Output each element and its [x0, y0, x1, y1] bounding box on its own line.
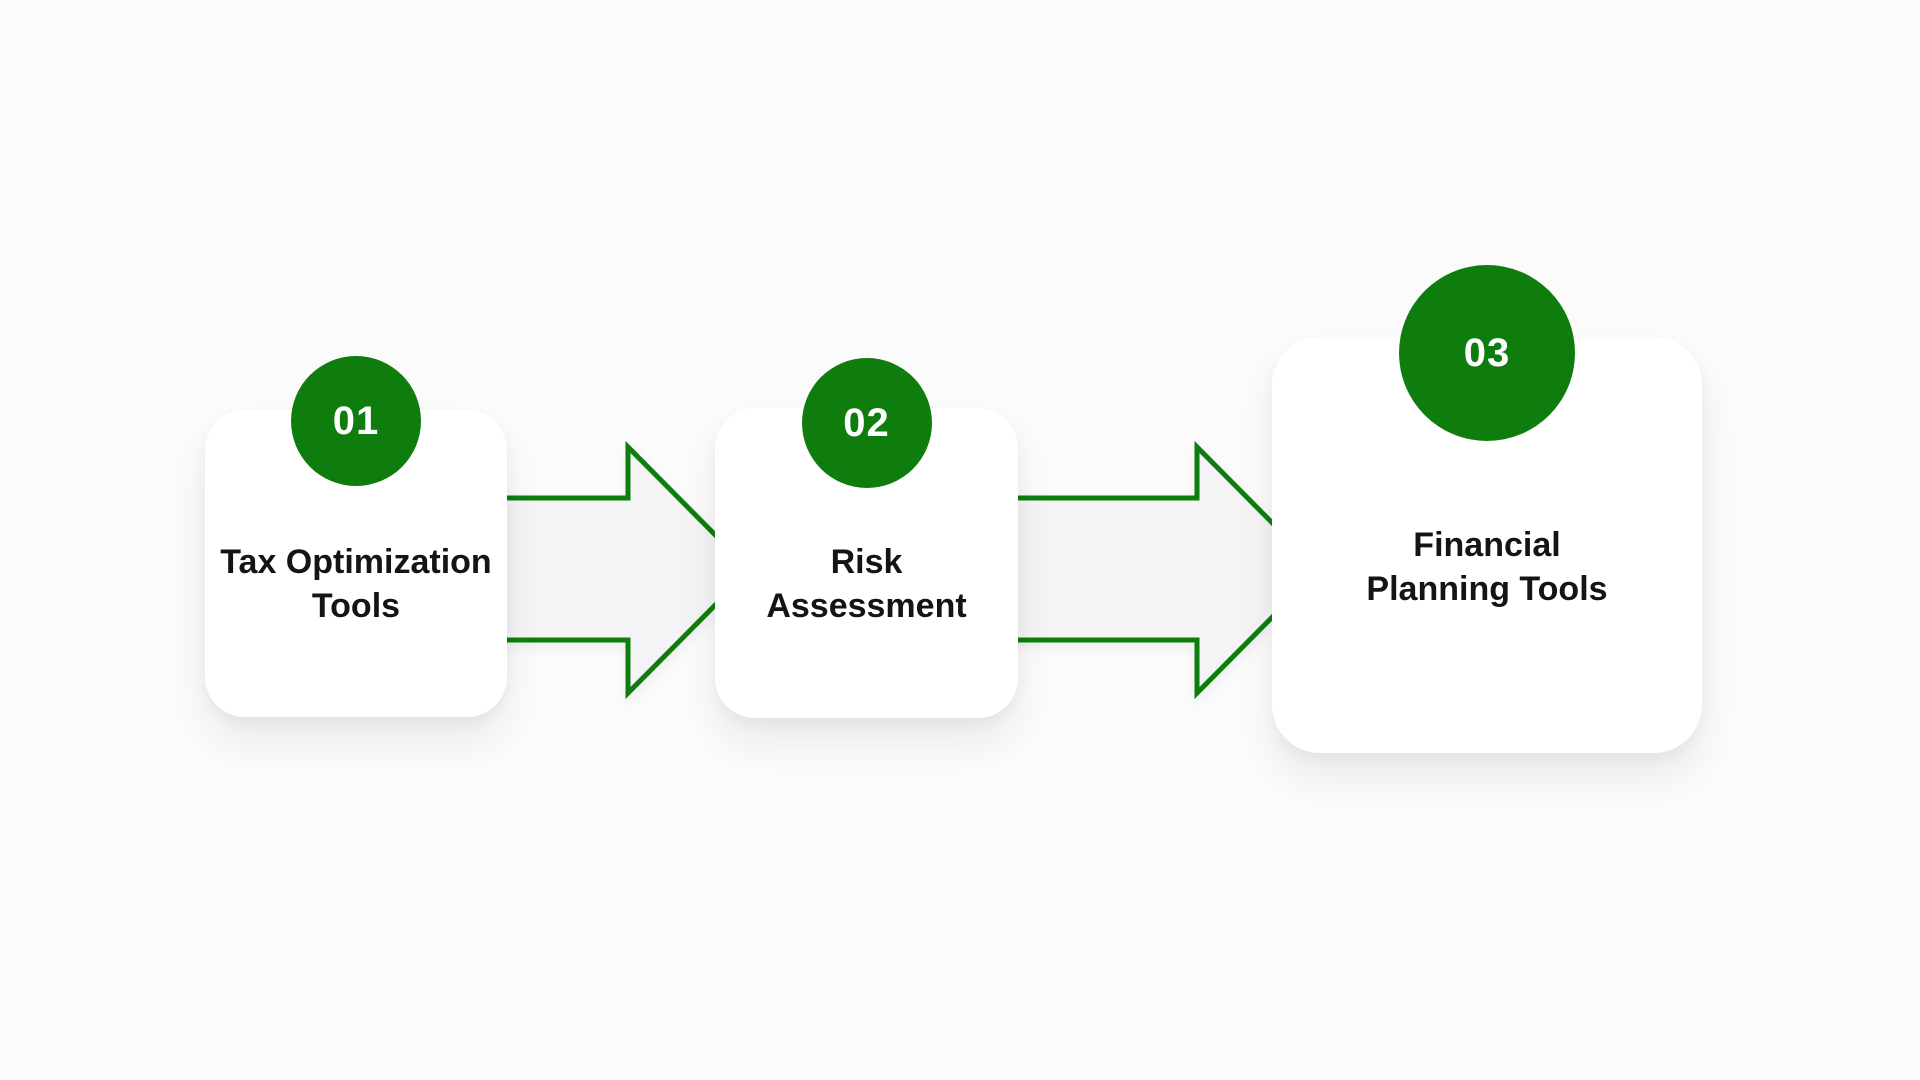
step-3-number: 03 — [1463, 330, 1511, 375]
step-card-2: 02 Risk Assessment — [715, 358, 1018, 718]
step-2-label: Risk Assessment — [766, 540, 966, 628]
step-card-3: 03 Financial Planning Tools — [1272, 265, 1702, 753]
step-1-label-line-2: Tools — [311, 586, 401, 625]
step-2-number: 02 — [843, 400, 890, 445]
step-2-number-badge: 02 — [801, 358, 932, 488]
step-3-label-line-2: Planning Tools — [1366, 570, 1608, 608]
step-1-label: Tax Optimization Tools — [220, 540, 491, 628]
step-3-number-badge: 03 — [1399, 265, 1575, 441]
step-1-number-badge: 01 — [291, 356, 421, 486]
step-3-label: Financial Planning Tools — [1366, 523, 1607, 611]
arrow-step2-to-step3-icon — [994, 440, 1323, 700]
step-1-label-line-1: Tax Optimization — [220, 542, 492, 581]
step-3-label-line-1: Financial — [1413, 526, 1561, 564]
step-2-label-line-2: Assessment — [766, 587, 967, 625]
step-2-label-line-1: Risk — [830, 543, 903, 581]
step-1-number: 01 — [332, 398, 380, 443]
step-card-1: 01 Tax Optimization Tools — [205, 356, 507, 717]
